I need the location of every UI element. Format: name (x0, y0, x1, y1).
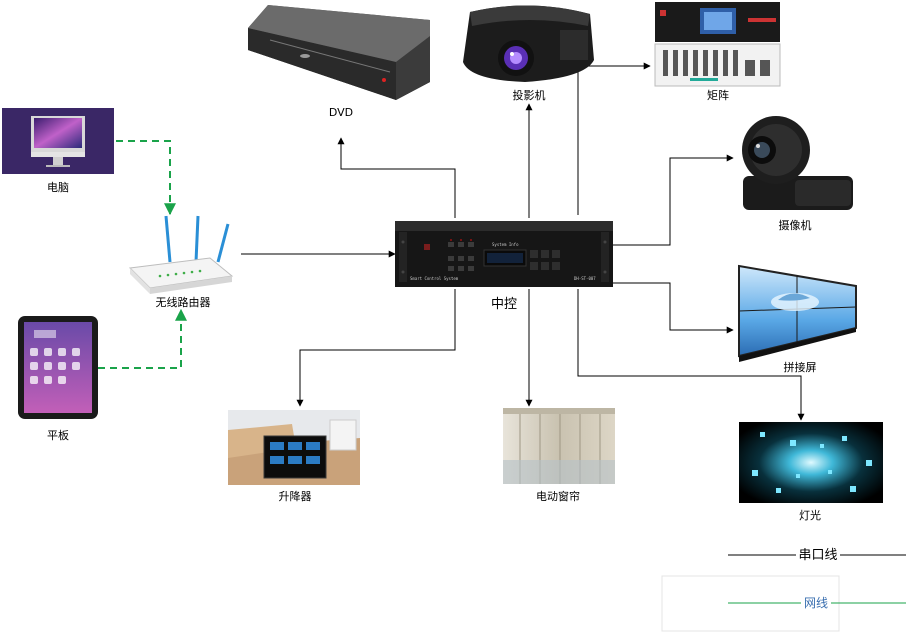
line-to-lighting (577, 289, 805, 421)
motorized-curtain-icon (503, 408, 615, 484)
matrix-device: 矩阵 (654, 2, 781, 102)
videowall-label: 拼接屏 (784, 360, 817, 374)
projector-icon (463, 5, 594, 82)
tablet-device: 平板 (18, 316, 98, 442)
lifter-icon (228, 410, 360, 485)
controller-screen-label: System Info (492, 242, 519, 247)
legend-network-label: 网线 (804, 596, 828, 610)
net-computer-to-router (116, 140, 176, 216)
legend-serial-label: 串口线 (798, 548, 837, 563)
curtain-label: 电动窗帘 (536, 489, 580, 503)
videowall-device: 拼接屏 (738, 264, 857, 374)
network-connections (98, 140, 187, 369)
lighting-device: 灯光 (739, 422, 883, 522)
lift-device: 升降器 (228, 410, 360, 503)
curtain-device: 电动窗帘 (503, 408, 615, 503)
line-to-dvd (337, 137, 456, 218)
imac-icon (2, 108, 114, 174)
splicing-screen-icon (738, 264, 857, 362)
matrix-rack-icon (654, 2, 781, 87)
controller-system-label: Smart Control System (410, 276, 459, 281)
matrix-label: 矩阵 (707, 88, 729, 102)
camera-device: 摄像机 (742, 116, 853, 232)
lighting-label: 灯光 (799, 508, 821, 522)
wireless-router-icon (128, 215, 234, 294)
net-tablet-to-router (98, 308, 187, 369)
router-device: 无线路由器 (128, 215, 234, 309)
control-host-icon (395, 221, 613, 287)
controller-model-label: DH-ST-007 (574, 276, 596, 281)
line-to-lift (296, 289, 456, 407)
legend-serial: 串口线 (728, 548, 906, 563)
controller-label: 中控 (491, 297, 517, 312)
computer-device: 电脑 (2, 108, 114, 194)
computer-label: 电脑 (47, 181, 69, 194)
camera-label: 摄像机 (779, 218, 812, 232)
lighting-effect-icon (739, 422, 883, 503)
tablet-icon (18, 316, 98, 419)
router-label: 无线路由器 (156, 295, 211, 309)
line-to-matrix (577, 62, 651, 215)
tablet-label: 平板 (47, 428, 69, 442)
line-to-videowall (613, 282, 734, 334)
projector-device: 投影机 (463, 5, 594, 102)
legend-network: 网线 (728, 596, 906, 610)
dvd-player-icon (248, 5, 430, 100)
lift-label: 升降器 (279, 489, 312, 503)
line-to-camera (613, 154, 734, 246)
dvd-device: DVD (248, 5, 430, 119)
ptz-camera-icon (742, 116, 853, 210)
dvd-label: DVD (329, 106, 353, 119)
serial-connections (241, 62, 805, 421)
legend: 串口线 网线 (661, 548, 906, 632)
projector-label: 投影机 (513, 88, 546, 102)
controller-device: Smart Control System System Info DH-ST-0… (395, 221, 613, 312)
